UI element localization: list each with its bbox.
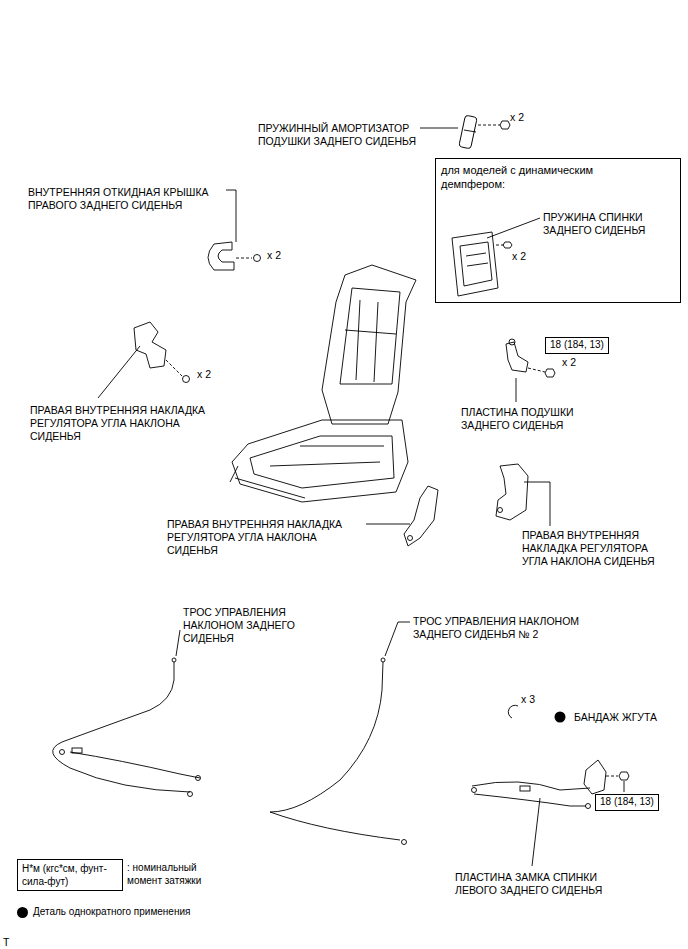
leader-line	[176, 630, 180, 656]
part-name: ПЛАСТИНА ЗАМКА СПИНКИ ЛЕВОГО ЗАДНЕГО СИД…	[455, 871, 622, 897]
recline-cable-2	[270, 658, 407, 845]
part-name: ПРАВАЯ ВНУТРЕННЯЯ НАКЛАДКА РЕГУЛЯТОРА УГ…	[522, 529, 675, 568]
part-name: ТРОС УПРАВЛЕНИЯ НАКЛОНОМ ЗАДНЕГО СИДЕНЬЯ	[183, 606, 307, 645]
quantity-mark: x 2	[510, 111, 524, 124]
part-name: БАНДАЖ ЖГУТА	[574, 711, 657, 724]
legend-text: Деталь однократного применения	[33, 905, 190, 918]
quantity-mark: x 3	[521, 693, 535, 706]
node-text: 18 (184, 13)	[550, 339, 604, 351]
node-text: 18 (184, 13)	[600, 796, 654, 808]
inner-cover	[208, 242, 261, 270]
leader-line	[98, 346, 140, 398]
shock-absorber	[459, 115, 510, 149]
leader-line	[624, 781, 625, 792]
wire-clip	[508, 705, 518, 718]
left-bracket	[134, 322, 190, 383]
quantity-mark: x 2	[512, 250, 526, 263]
node-text: для моделей с динамическим демпфером:	[441, 163, 616, 191]
part-name: ПЛАСТИНА ПОДУШКИ ЗАДНЕГО СИДЕНЬЯ	[461, 406, 589, 432]
page-mark: T	[3, 936, 9, 949]
torque-box: 18 (184, 13)	[545, 337, 609, 354]
quantity-mark: x 2	[562, 356, 576, 369]
leader-line	[516, 378, 517, 402]
leader-line	[487, 218, 540, 238]
part-name: ПРУЖИНА СПИНКИ ЗАДНЕГО СИДЕНЬЯ	[543, 211, 665, 237]
middle-bracket	[404, 486, 438, 546]
leader-line	[420, 128, 458, 129]
leader-line	[385, 622, 410, 656]
legend-torque-box: Н*м (кгс*см, фунт-сила-фут)	[17, 859, 123, 891]
part-name: ПРАВАЯ ВНУТРЕННЯЯ НАКЛАДКА РЕГУЛЯТОРА УГ…	[167, 518, 364, 557]
node-text: Н*м (кгс*см, фунт-сила-фут)	[22, 862, 118, 888]
part-name: ВНУТРЕННЯЯ ОТКИДНАЯ КРЫШКА ПРАВОГО ЗАДНЕ…	[28, 186, 225, 212]
one-time-part-mark	[555, 712, 566, 723]
quantity-mark: x 2	[267, 249, 281, 262]
legend-swatch	[17, 907, 28, 918]
quantity-mark: x 2	[197, 368, 211, 381]
part-name: ТРОС УПРАВЛЕНИЯ НАКЛОНОМ ЗАДНЕГО СИДЕНЬЯ…	[413, 615, 600, 641]
legend-text: : номинальный момент затяжки	[127, 861, 219, 887]
seat-frame	[230, 265, 416, 502]
leader-line	[524, 482, 550, 526]
leader-line	[532, 798, 540, 866]
leader-line	[366, 524, 410, 525]
torque-box: 18 (184, 13)	[595, 794, 659, 811]
right-bracket	[496, 464, 528, 520]
part-name: ПРАВАЯ ВНУТРЕННЯЯ НАКЛАДКА РЕГУЛЯТОРА УГ…	[30, 404, 227, 443]
part-name: ПРУЖИННЫЙ АМОРТИЗАТОР ПОДУШКИ ЗАДНЕГО СИ…	[258, 122, 430, 148]
recline-cable	[53, 658, 201, 797]
backrest-spring	[452, 232, 512, 296]
leader-line	[226, 190, 236, 242]
